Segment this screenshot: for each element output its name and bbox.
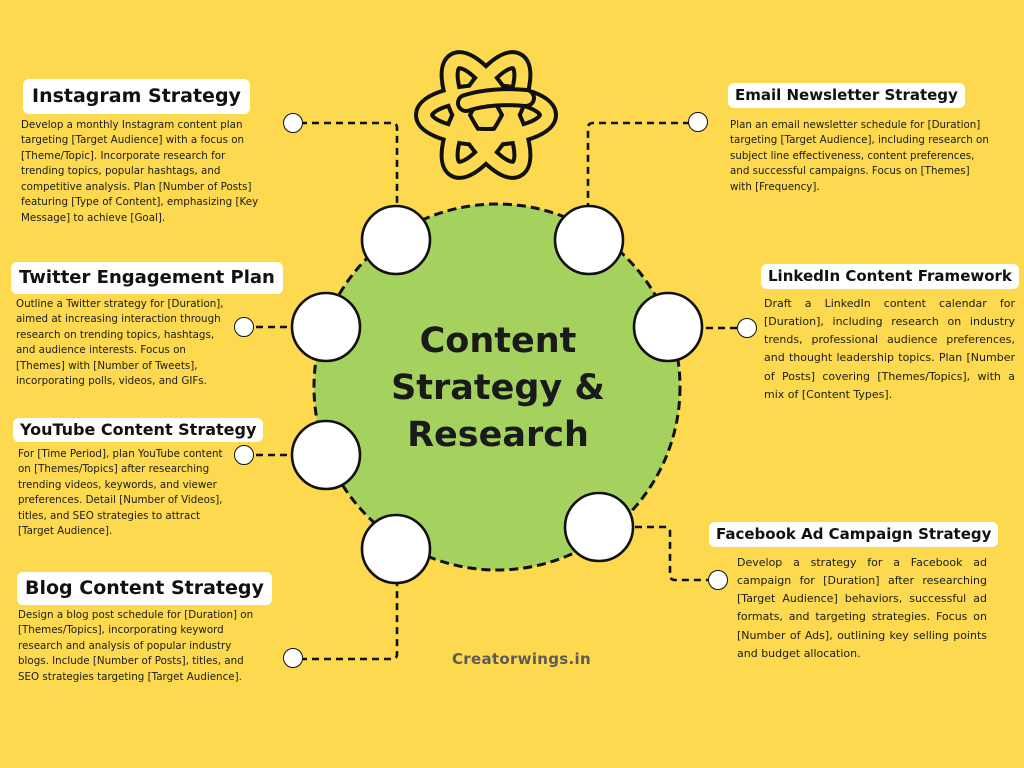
youtube-strategy-title: YouTube Content Strategy bbox=[13, 418, 264, 442]
facebook-campaign-title: Facebook Ad Campaign Strategy bbox=[709, 522, 999, 547]
twitter-plan-title: Twitter Engagement Plan bbox=[11, 262, 283, 294]
youtube-strategy-description: For [Time Period], plan YouTube content … bbox=[18, 448, 223, 538]
node-circle-facebook bbox=[563, 491, 635, 563]
node-circle-twitter bbox=[290, 291, 362, 363]
endpoint-dot-email bbox=[688, 112, 708, 132]
center-circle bbox=[312, 202, 682, 572]
endpoint-dot-twitter bbox=[234, 317, 254, 337]
blog-strategy-description: Design a blog post schedule for [Duratio… bbox=[18, 609, 254, 683]
center-title-line-1: Content bbox=[419, 321, 577, 361]
center-title-line-2: Strategy & bbox=[391, 368, 605, 408]
connector-instagram bbox=[300, 121, 399, 207]
email-strategy-title: Email Newsletter Strategy bbox=[728, 83, 965, 108]
connector-blog bbox=[300, 583, 399, 661]
center-title: Content Strategy & Research bbox=[368, 318, 628, 459]
brand-watermark: Creatorwings.in bbox=[452, 650, 591, 668]
linkedin-framework-description: Draft a LinkedIn content calendar for [D… bbox=[764, 297, 1015, 401]
endpoint-dot-linkedin bbox=[737, 318, 757, 338]
knot-logo-icon bbox=[414, 50, 558, 180]
node-circle-linkedin bbox=[632, 291, 704, 363]
endpoint-dot-blog bbox=[283, 648, 303, 668]
twitter-plan-description: Outline a Twitter strategy for [Duration… bbox=[16, 298, 224, 388]
node-circle-email bbox=[553, 204, 625, 276]
center-title-line-3: Research bbox=[407, 415, 589, 455]
blog-strategy-title: Blog Content Strategy bbox=[17, 572, 272, 605]
endpoint-dot-youtube bbox=[234, 445, 254, 465]
endpoint-dot-instagram bbox=[283, 113, 303, 133]
connector-facebook bbox=[635, 525, 710, 582]
instagram-strategy-description: Develop a monthly Instagram content plan… bbox=[21, 119, 259, 224]
linkedin-framework-title: LinkedIn Content Framework bbox=[761, 264, 1019, 289]
node-circle-blog bbox=[360, 513, 432, 585]
instagram-strategy-title: Instagram Strategy bbox=[23, 79, 250, 114]
email-strategy-description: Plan an email newsletter schedule for [D… bbox=[730, 119, 989, 193]
facebook-campaign-description: Develop a strategy for a Facebook ad cam… bbox=[737, 556, 987, 660]
endpoint-dot-facebook bbox=[708, 570, 728, 590]
node-circle-youtube bbox=[290, 419, 362, 491]
connector-email bbox=[586, 121, 690, 207]
node-circle-instagram bbox=[360, 204, 432, 276]
